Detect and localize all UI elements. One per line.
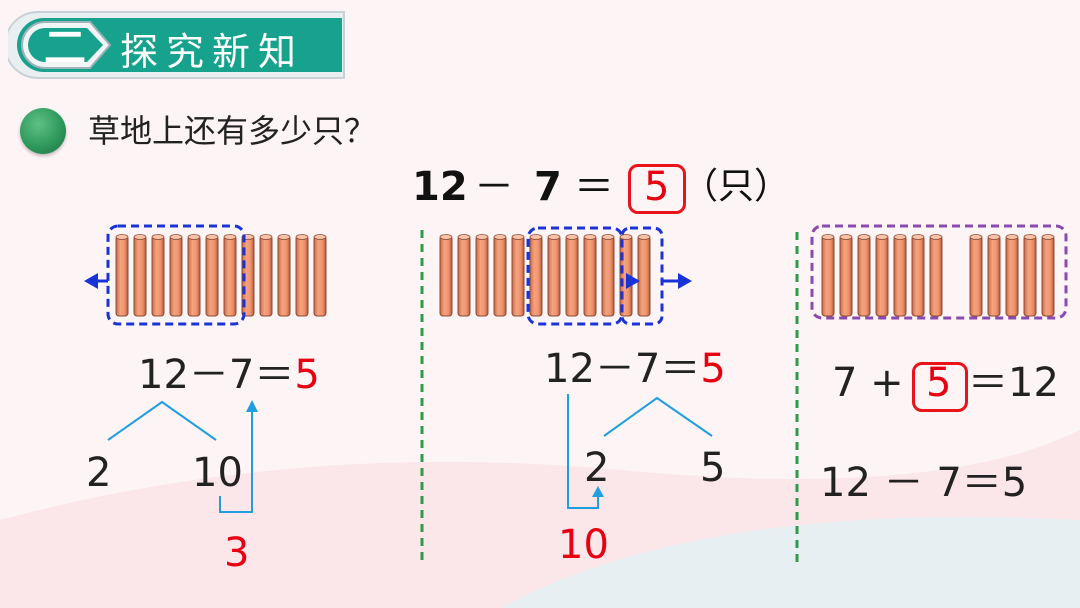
method3-addition: 7 + [832,360,904,406]
main-eq-equals: ＝ [574,164,614,210]
main-eq-subtrahend: 7 [534,164,562,210]
question-text: 草地上还有多少只？ [88,112,377,150]
method3-answer-box [912,362,968,412]
method2-equation: 12－7＝5 [544,346,726,392]
main-eq-minus: － [474,164,514,210]
method1-split-b: 10 [192,450,243,496]
bullet-dot-icon [20,108,66,154]
method3-add-answer: 5 [926,360,952,406]
method2-equation-left: 12－7＝ [544,346,701,392]
main-eq-minuend: 12 [412,164,468,210]
main-eq-answer: 5 [644,164,670,210]
main-answer-box [628,164,686,214]
section-header: 二 探究新知 [4,8,348,82]
method2-equation-result: 5 [700,346,726,392]
method2-split-a: 2 [584,445,610,491]
method2-intermediate: 10 [558,522,609,568]
method1-equation: 12－7＝5 [138,352,320,398]
main-eq-unit: （只） [682,166,791,207]
method3-subtraction: 12 － 7＝5 [820,460,1028,506]
method1-equation-left: 12－7＝ [138,352,295,398]
method1-split-a: 2 [86,450,112,496]
method2-split-b: 5 [700,445,726,491]
method3-add-right: ＝12 [968,360,1059,406]
method3-add-left: 7 + [832,360,904,406]
section-header-shape [4,11,345,79]
method1-intermediate: 3 [224,530,250,576]
method1-equation-result: 5 [294,352,320,398]
section-number: 二 [43,23,86,72]
section-title: 探究新知 [120,30,305,74]
